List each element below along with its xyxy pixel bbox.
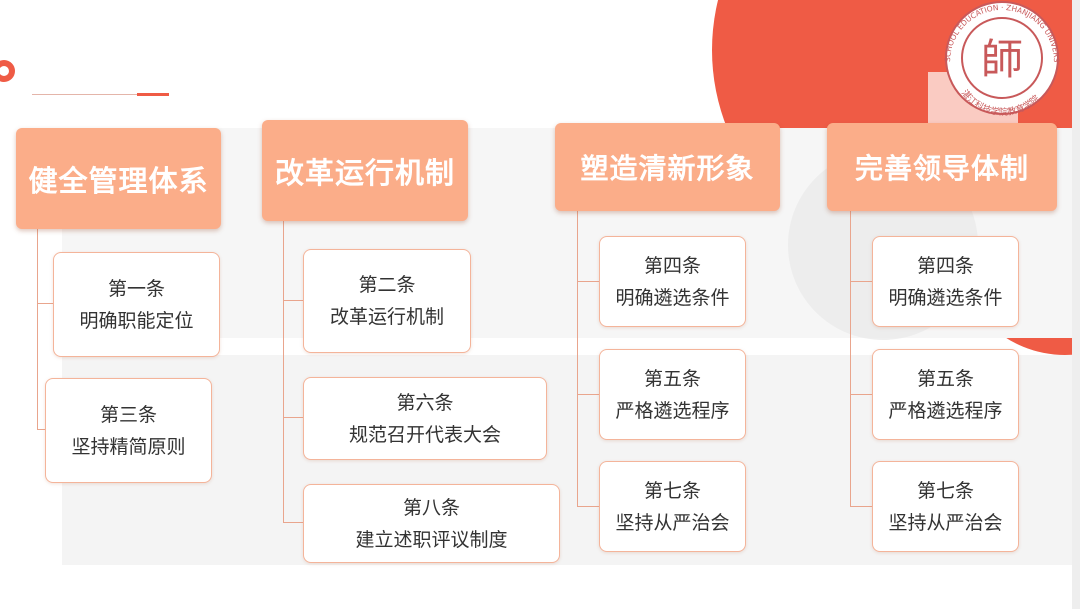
title-divider-line [32, 94, 137, 95]
connector-vertical-2 [283, 220, 284, 522]
item-number: 第六条 [396, 391, 454, 414]
item-number: 第八条 [402, 496, 460, 519]
item-card: 第八条 建立述职评议制度 [303, 484, 560, 563]
item-description: 明确遴选条件 [888, 286, 1003, 309]
item-card: 第三条 坚持精简原则 [45, 378, 212, 483]
connector-vertical-4 [850, 210, 851, 506]
item-card: 第四条 明确遴选条件 [872, 236, 1019, 327]
emblem-glyph: 師 [981, 35, 1023, 84]
item-card: 第四条 明确遴选条件 [599, 236, 746, 327]
item-card: 第一条 明确职能定位 [53, 252, 220, 357]
title-divider-accent [137, 93, 169, 96]
item-description: 坚持精简原则 [71, 435, 186, 458]
connector-vertical-3 [577, 210, 578, 506]
connector-vertical-1 [37, 228, 38, 430]
item-number: 第五条 [643, 367, 701, 390]
item-description: 坚持从严治会 [615, 511, 730, 534]
column-header-4: 完善领导体制 [827, 123, 1057, 211]
item-number: 第七条 [916, 479, 974, 502]
connector-branch-1b [37, 429, 45, 430]
connector-branch-2c [283, 522, 303, 523]
item-number: 第七条 [643, 479, 701, 502]
item-number: 第四条 [916, 254, 974, 277]
item-description: 明确职能定位 [79, 309, 194, 332]
connector-branch-4a [850, 281, 872, 282]
connector-branch-3c [577, 506, 599, 507]
column-header-3: 塑造清新形象 [555, 123, 780, 211]
item-description: 规范召开代表大会 [348, 423, 501, 446]
column-header-2: 改革运行机制 [262, 120, 468, 221]
item-description: 严格遴选程序 [888, 399, 1003, 422]
item-number: 第四条 [643, 254, 701, 277]
item-card: 第六条 规范召开代表大会 [303, 377, 547, 460]
item-description: 严格遴选程序 [615, 399, 730, 422]
item-number: 第五条 [916, 367, 974, 390]
item-card: 第七条 坚持从严治会 [872, 461, 1019, 552]
item-description: 坚持从严治会 [888, 511, 1003, 534]
decorative-ring-icon [0, 60, 15, 82]
university-emblem-logo: SCHOOL EDUCATION · ZHANJIANG UNIVERSITY … [928, 0, 1061, 118]
item-description: 改革运行机制 [329, 306, 444, 328]
item-card: 第七条 坚持从严治会 [599, 461, 746, 552]
item-card: 第五条 严格遴选程序 [872, 349, 1019, 440]
connector-branch-4c [850, 506, 872, 507]
connector-branch-2a [283, 300, 303, 301]
item-card: 第二条 改革运行机制 [303, 249, 471, 353]
column-header-1: 健全管理体系 [16, 128, 221, 229]
connector-branch-1a [37, 303, 53, 304]
item-card: 第五条 严格遴选程序 [599, 349, 746, 440]
connector-branch-3b [577, 394, 599, 395]
item-number: 第三条 [99, 403, 157, 426]
item-description: 明确遴选条件 [615, 286, 730, 309]
item-number: 第二条 [358, 274, 416, 296]
right-edge-strip [1072, 0, 1080, 609]
item-number: 第一条 [107, 277, 165, 300]
connector-branch-3a [577, 281, 599, 282]
item-description: 建立述职评议制度 [355, 528, 508, 551]
connector-branch-4b [850, 394, 872, 395]
connector-branch-2b [283, 417, 303, 418]
